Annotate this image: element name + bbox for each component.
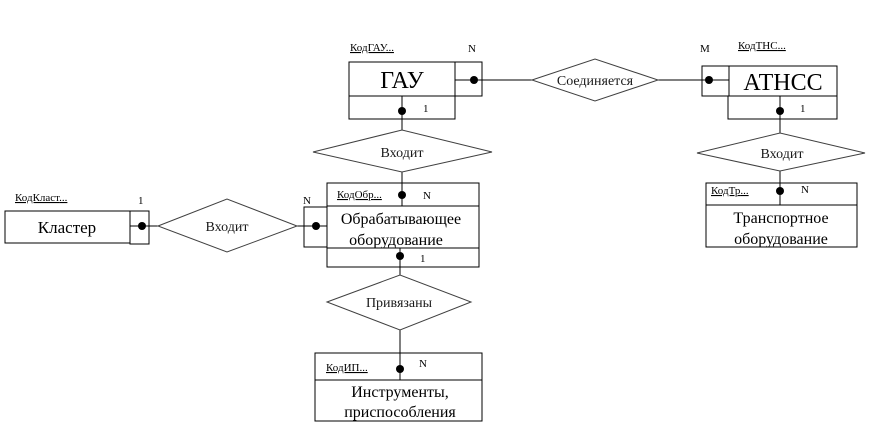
cluster-includes-diamond bbox=[156, 198, 299, 253]
cluster-name: Кластер bbox=[38, 218, 96, 237]
atnss-card-side: M bbox=[700, 43, 710, 55]
atnss-side-dot bbox=[705, 76, 713, 84]
atnss-includes-label: Входит bbox=[761, 147, 804, 162]
atnss-key-label: КодТНС... bbox=[738, 40, 786, 52]
atnss-key-box bbox=[727, 95, 838, 120]
relationship-bound[interactable]: Привязаны bbox=[325, 274, 473, 331]
gau-includes-diamond bbox=[312, 129, 493, 173]
atnss-bottom-dot bbox=[776, 107, 784, 115]
atnss-name: АТНСС bbox=[743, 70, 822, 96]
tools-name-line1: Инструменты, bbox=[351, 384, 449, 401]
bound-label: Привязаны bbox=[366, 296, 433, 311]
atnss-card-bottom: 1 bbox=[800, 103, 806, 115]
gau-bottom-dot bbox=[398, 107, 406, 115]
tools-name-line2: приспособления bbox=[344, 404, 456, 421]
processing-name-line2: оборудование bbox=[349, 232, 443, 249]
processing-card-side: N bbox=[303, 195, 311, 207]
relationship-connects[interactable]: Соединяется bbox=[530, 58, 660, 102]
processing-top-dot bbox=[398, 191, 406, 199]
relationship-gau-includes[interactable]: Входит bbox=[312, 129, 493, 173]
entity-processing[interactable]: N КодОбр... N Обрабатывающее оборудовани… bbox=[303, 182, 480, 268]
cluster-key-label: КодКласт... bbox=[15, 192, 68, 204]
relationship-atnss-includes[interactable]: Входит bbox=[696, 132, 866, 172]
gau-name: ГАУ bbox=[380, 68, 423, 94]
entity-cluster[interactable]: КодКласт... 1 Кластер bbox=[4, 192, 150, 245]
gau-name-box bbox=[348, 61, 456, 97]
processing-name-line1: Обрабатывающее bbox=[341, 211, 461, 228]
processing-key-label: КодОбр... bbox=[337, 189, 382, 201]
connects-label: Соединяется bbox=[557, 74, 634, 89]
connects-diamond bbox=[530, 58, 660, 102]
transport-top-dot bbox=[776, 187, 784, 195]
cluster-card-side: 1 bbox=[138, 195, 144, 207]
gau-includes-label: Входит bbox=[381, 146, 424, 161]
transport-card-top: N bbox=[801, 184, 809, 196]
relationship-cluster-includes[interactable]: Входит bbox=[156, 198, 299, 253]
tools-key-label: КодИП... bbox=[326, 362, 368, 374]
transport-name-line2: оборудование bbox=[734, 231, 828, 248]
tools-card-top: N bbox=[419, 358, 427, 370]
processing-card-top: N bbox=[423, 190, 431, 202]
gau-card-bottom: 1 bbox=[423, 103, 429, 115]
entity-tools[interactable]: КодИП... N Инструменты, приспособления bbox=[314, 352, 483, 422]
entity-transport[interactable]: КодТр... N Транспортное оборудование bbox=[705, 182, 858, 248]
cluster-side-dot bbox=[138, 222, 146, 230]
gau-side-dot bbox=[470, 76, 478, 84]
entity-atnss[interactable]: M КодТНС... АТНСС 1 bbox=[700, 40, 838, 120]
processing-name-box bbox=[326, 205, 480, 249]
processing-bottom-dot bbox=[396, 252, 404, 260]
entity-gau[interactable]: КодГАУ... N ГАУ 1 bbox=[348, 42, 483, 120]
atnss-includes-diamond bbox=[696, 132, 866, 172]
cluster-includes-label: Входит bbox=[206, 220, 249, 235]
tools-top-dot bbox=[396, 365, 404, 373]
transport-name-box bbox=[705, 204, 858, 248]
gau-side-box bbox=[454, 61, 483, 97]
bound-diamond bbox=[325, 274, 473, 331]
gau-card-side: N bbox=[468, 43, 476, 55]
processing-side-dot bbox=[312, 222, 320, 230]
processing-card-bottom: 1 bbox=[420, 253, 426, 265]
tools-name-box bbox=[314, 379, 483, 422]
transport-name-line1: Транспортное bbox=[733, 210, 828, 227]
gau-key-label: КодГАУ... bbox=[350, 42, 394, 54]
cluster-name-box bbox=[4, 210, 131, 244]
transport-key-label: КодТр... bbox=[711, 185, 749, 197]
